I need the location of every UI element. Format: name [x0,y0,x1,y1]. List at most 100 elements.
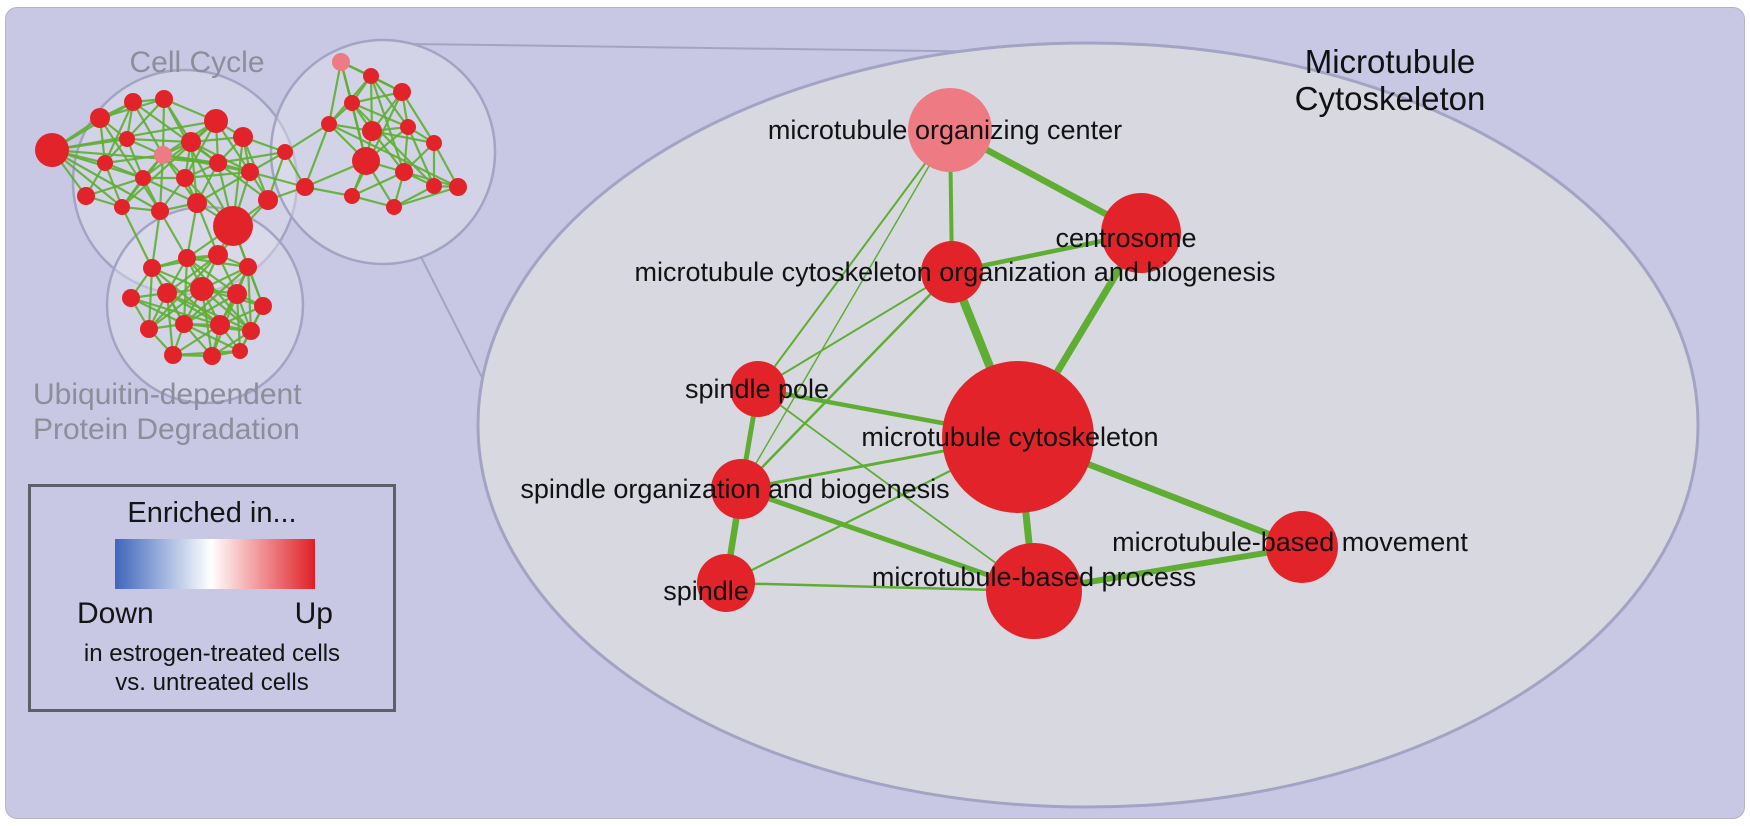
node-moc[interactable] [908,88,992,172]
overview-node[interactable] [395,163,413,181]
overview-edge [351,91,403,197]
overview-node[interactable] [143,259,161,277]
overview-node[interactable] [296,178,314,196]
overview-edge [151,267,221,326]
overview-node[interactable] [140,320,158,338]
node-label-spindle_org: spindle organization and biogenesis [520,474,949,504]
overview-node[interactable] [362,121,382,141]
overview-edge [351,102,435,187]
overview-edge [104,101,134,164]
overview-node[interactable] [227,284,247,304]
node-label-mcob: microtubule cytoskeleton organization an… [635,257,1276,287]
overview-node[interactable] [233,127,253,147]
overview-edge [351,101,409,129]
overview-edge [132,101,219,164]
node-mbm[interactable] [1266,511,1338,583]
node-spindle_pole[interactable] [730,361,786,417]
edge-spindle_pole-mbp[interactable] [757,388,1035,592]
node-label-spindle_pole: spindle pole [685,374,829,404]
edge-mcob-spindle_pole[interactable] [757,271,953,390]
cluster-label-cell-cycle: Cell Cycle [129,46,265,79]
overview-edge [217,162,269,201]
overview-edge [130,296,221,327]
overview-edge [162,153,251,174]
overview-node[interactable] [426,178,442,194]
edge-mcob-spindle_org[interactable] [739,270,954,491]
overview-node[interactable] [151,202,169,220]
overview-node[interactable] [175,315,193,333]
overview-node[interactable] [190,277,214,301]
overview-node[interactable] [258,190,278,210]
overview-node[interactable] [35,133,69,167]
overview-edge [183,293,238,325]
overview-node[interactable] [393,83,411,101]
overview-node[interactable] [344,188,360,204]
overview-edge [150,210,162,269]
overview-node[interactable] [155,90,173,108]
overview-node[interactable] [154,146,172,164]
overview-node[interactable] [321,116,337,132]
edge-spindle-mbp[interactable] [724,581,1036,593]
overview-node[interactable] [124,93,142,111]
node-spindle_org[interactable] [711,459,771,519]
overview-node[interactable] [77,187,95,205]
overview-node[interactable] [164,346,182,364]
overview-edge [159,210,188,259]
overview-node[interactable] [90,108,110,128]
node-spindle[interactable] [697,554,755,612]
legend-subtitle: in estrogen-treated cells vs. untreated … [83,640,341,697]
overview-node[interactable] [178,249,196,267]
overview-node[interactable] [239,258,257,276]
node-mbp[interactable] [986,543,1082,639]
overview-edge [370,75,409,128]
overview-edge [126,137,192,144]
overview-edge [186,257,252,332]
overview-node[interactable] [204,109,228,133]
overview-node[interactable] [352,147,380,175]
overview-node[interactable] [181,132,201,152]
edge-spindle_org-mbp[interactable] [738,486,1037,594]
overview-node[interactable] [114,199,130,215]
node-mc[interactable] [942,361,1094,513]
overview-node[interactable] [363,68,379,84]
overview-node[interactable] [119,131,135,147]
overview-edge [147,267,154,330]
overview-edge [339,61,368,162]
overview-node[interactable] [187,193,207,213]
overview-edge [51,149,161,212]
overview-node[interactable] [426,135,442,151]
edge-moc-spindle_pole[interactable] [757,129,951,390]
overview-node[interactable] [332,53,350,71]
overview-node[interactable] [213,206,253,246]
zoom-connector-line [411,43,1011,53]
overview-node[interactable] [203,347,221,365]
overview-edge [148,254,219,330]
node-label-centrosome: centrosome [1055,223,1196,253]
overview-node[interactable] [344,95,360,111]
overview-node[interactable] [254,297,272,315]
overview-node[interactable] [97,155,113,171]
overview-node[interactable] [209,154,227,172]
node-mcob[interactable] [921,241,983,303]
overview-edge [104,153,164,165]
overview-node[interactable] [449,178,467,196]
overview-node[interactable] [232,343,248,359]
overview-node[interactable] [122,289,140,307]
overview-node[interactable] [400,119,416,135]
legend-down-label: Down [77,597,154,630]
overview-node[interactable] [386,199,402,215]
overview-node[interactable] [210,315,230,335]
overview-node[interactable] [241,163,259,181]
overview-node[interactable] [176,169,194,187]
overview-node[interactable] [208,245,228,265]
edge-moc-spindle_org[interactable] [740,129,951,490]
overview-node[interactable] [242,322,260,340]
node-centrosome[interactable] [1101,193,1181,273]
overview-node[interactable] [277,144,293,160]
overview-edge [393,185,459,209]
overview-edge [401,91,435,144]
overview-node[interactable] [135,170,151,186]
overview-edge [328,123,459,188]
overview-node[interactable] [157,283,177,303]
legend-gradient-bar [115,539,315,589]
